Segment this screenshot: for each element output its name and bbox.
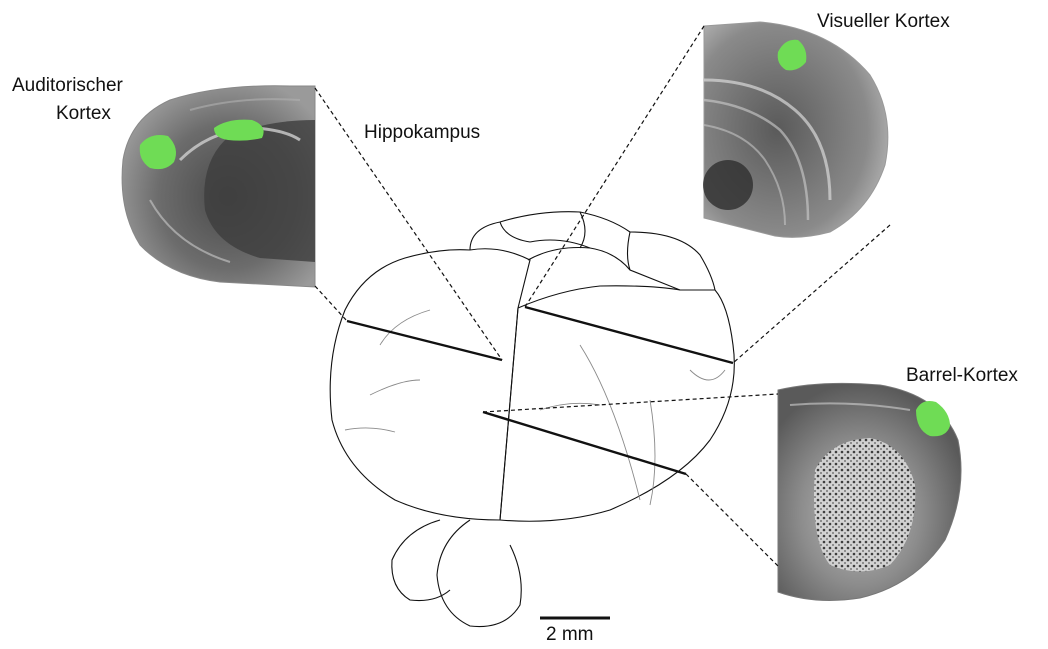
- auditory-section-image: [122, 86, 315, 287]
- section-cut-lines: [347, 307, 733, 474]
- label-auditory-line2: Kortex: [56, 102, 111, 126]
- label-auditory-line1: Auditorischer: [12, 74, 123, 98]
- scale-bar-label: 2 mm: [546, 624, 594, 646]
- label-barrel-cortex: Barrel-Kortex: [906, 364, 1018, 388]
- label-hippocampus: Hippokampus: [364, 121, 480, 145]
- brain-outline-drawing: [330, 212, 734, 627]
- label-visual-cortex: Visueller Kortex: [817, 10, 950, 34]
